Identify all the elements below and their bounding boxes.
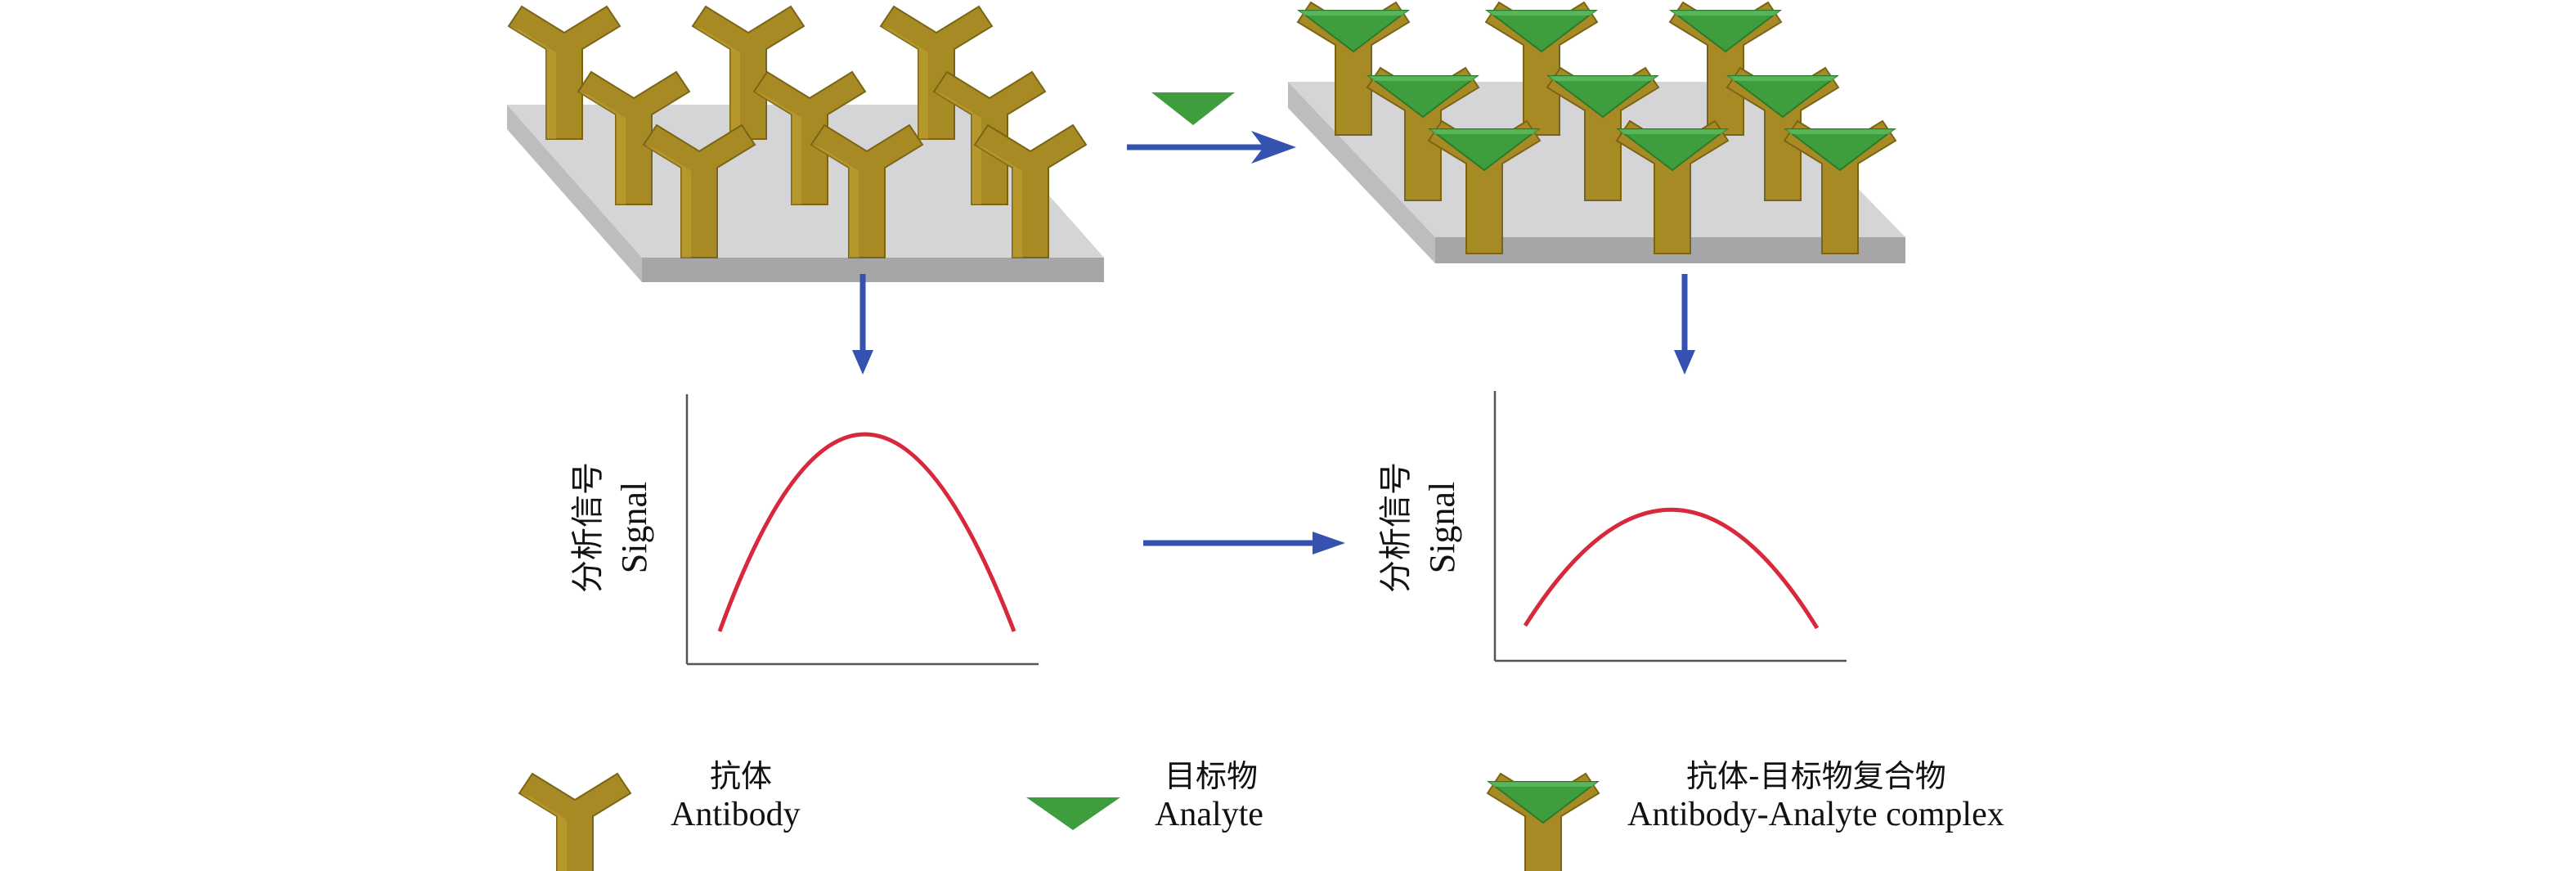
down-arrow-left: [852, 274, 873, 375]
analyte-icon: [1151, 92, 1235, 125]
left-ylabel-en: Signal: [614, 482, 654, 573]
legend-icons: [518, 773, 1600, 871]
legend-analyte-en: Analyte: [1155, 795, 1263, 833]
antibody-icon: [518, 773, 631, 871]
antibody-analyte-complex-icon: [1487, 773, 1600, 871]
legend-complex: 抗体-目标物复合物 Antibody-Analyte complex: [1627, 758, 2004, 834]
left-signal-plot: [685, 394, 1039, 666]
legend-analyte-cn: 目标物: [1165, 758, 1259, 794]
legend-analyte: 目标物 Analyte: [1155, 758, 1263, 834]
legend-antibody-cn: 抗体: [710, 758, 773, 794]
legend-antibody-en: Antibody: [671, 795, 801, 833]
analyte-addition: [1127, 92, 1296, 164]
signal-curve-low: [1523, 507, 1820, 630]
arrow-head: [1251, 131, 1296, 164]
analyte-icon: [1026, 797, 1120, 830]
signal-curve-high: [717, 432, 1016, 632]
left-ylabel-cn: 分析信号: [569, 462, 607, 593]
middle-arrow: [1143, 532, 1345, 554]
legend-complex-cn: 抗体-目标物复合物: [1686, 758, 1946, 794]
legend-complex-en: Antibody-Analyte complex: [1627, 795, 2004, 833]
right-ylabel-cn: 分析信号: [1377, 462, 1415, 593]
legend-antibody: 抗体 Antibody: [671, 758, 801, 834]
right-signal-plot: [1493, 391, 1847, 662]
right-ylabel-en: Signal: [1422, 482, 1462, 573]
down-arrow-right: [1674, 274, 1695, 375]
